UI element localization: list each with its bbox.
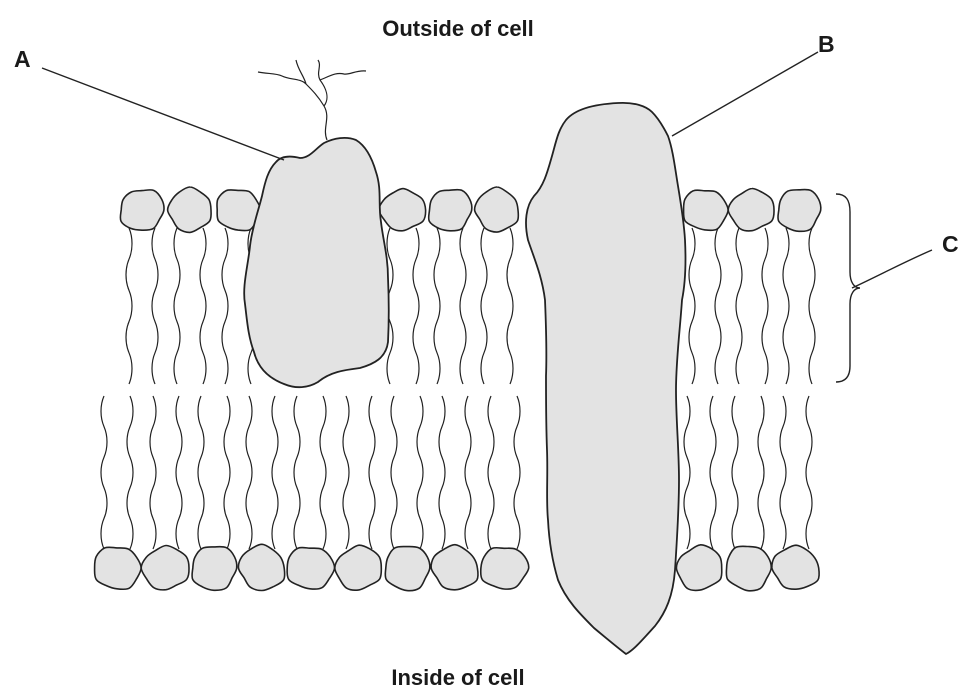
fatty-acid-tail — [222, 228, 228, 384]
fatty-acid-tail — [150, 396, 156, 549]
fatty-acid-tail — [514, 396, 520, 549]
upper-leaflet-phosphate-heads — [120, 187, 820, 232]
label-b-leader-line — [672, 52, 818, 136]
fatty-acid-tail — [732, 396, 738, 549]
phosphate-head — [168, 187, 212, 232]
phosphate-head — [335, 545, 382, 590]
fatty-acid-tail — [343, 396, 349, 549]
phosphate-head — [429, 190, 472, 231]
phosphate-head — [684, 190, 729, 230]
fatty-acid-tail — [710, 396, 716, 549]
outside-of-cell-label: Outside of cell — [382, 16, 534, 41]
protein-b — [526, 103, 686, 654]
phosphate-head — [676, 545, 721, 590]
phosphate-head — [287, 547, 334, 589]
fatty-acid-tail — [272, 396, 278, 549]
fatty-acid-tail — [127, 396, 133, 549]
fatty-acid-tail — [294, 396, 300, 549]
fatty-acid-tail — [460, 228, 466, 384]
label-a-leader-line — [42, 68, 284, 160]
fatty-acid-tail — [809, 228, 815, 384]
fatty-acid-tail — [152, 228, 158, 384]
phosphate-head — [95, 547, 142, 589]
fatty-acid-tail — [369, 396, 375, 549]
phosphate-head — [238, 544, 284, 590]
fatty-acid-tail — [762, 228, 768, 384]
fatty-acid-tail — [417, 396, 423, 549]
leaflet-bracket — [836, 194, 860, 382]
fatty-acid-tail — [783, 228, 789, 384]
protein-a — [244, 138, 389, 387]
fatty-acid-tail — [413, 228, 419, 384]
label-b: B — [818, 31, 835, 57]
fatty-acid-tail — [481, 228, 487, 384]
fatty-acid-tail — [507, 228, 513, 384]
label-c-leader-line — [852, 250, 932, 288]
lower-leaflet-fatty-acid-tails — [101, 396, 812, 549]
fatty-acid-tail — [715, 228, 721, 384]
phosphate-head — [726, 546, 771, 591]
fatty-acid-tail — [101, 396, 107, 549]
fatty-acid-tail — [174, 228, 180, 384]
phosphate-head — [192, 547, 237, 591]
phosphate-head — [728, 188, 774, 230]
fatty-acid-tail — [434, 228, 440, 384]
fatty-acid-tail — [780, 396, 786, 549]
phosphate-head — [481, 548, 529, 589]
fatty-acid-tail — [224, 396, 230, 549]
fatty-acid-tail — [200, 228, 206, 384]
phosphate-head — [379, 189, 426, 231]
inside-of-cell-label: Inside of cell — [391, 665, 524, 690]
fatty-acid-tail — [758, 396, 764, 549]
phosphate-head — [141, 545, 189, 589]
fatty-acid-tail — [391, 396, 397, 549]
fatty-acid-tail — [246, 396, 252, 549]
upper-leaflet-fatty-acid-tails — [126, 228, 815, 384]
phosphate-head — [431, 545, 478, 590]
fatty-acid-tail — [126, 228, 132, 384]
phosphate-head — [475, 187, 519, 232]
phosphate-head — [120, 190, 164, 230]
fatty-acid-tail — [684, 396, 690, 549]
fatty-acid-tail — [320, 396, 326, 549]
phosphate-head — [385, 547, 430, 591]
label-a: A — [14, 46, 31, 72]
lower-leaflet-phosphate-heads — [95, 544, 820, 591]
phosphate-head — [772, 545, 819, 589]
fatty-acid-tail — [806, 396, 812, 549]
fatty-acid-tail — [176, 396, 182, 549]
fatty-acid-tail — [439, 396, 445, 549]
fatty-acid-tail — [736, 228, 742, 384]
carbohydrate-chain — [258, 60, 366, 140]
fatty-acid-tail — [465, 396, 471, 549]
phosphate-head — [778, 190, 821, 232]
label-c: C — [942, 231, 959, 257]
fatty-acid-tail — [488, 396, 494, 549]
fatty-acid-tail — [689, 228, 695, 384]
fatty-acid-tail — [198, 396, 204, 549]
